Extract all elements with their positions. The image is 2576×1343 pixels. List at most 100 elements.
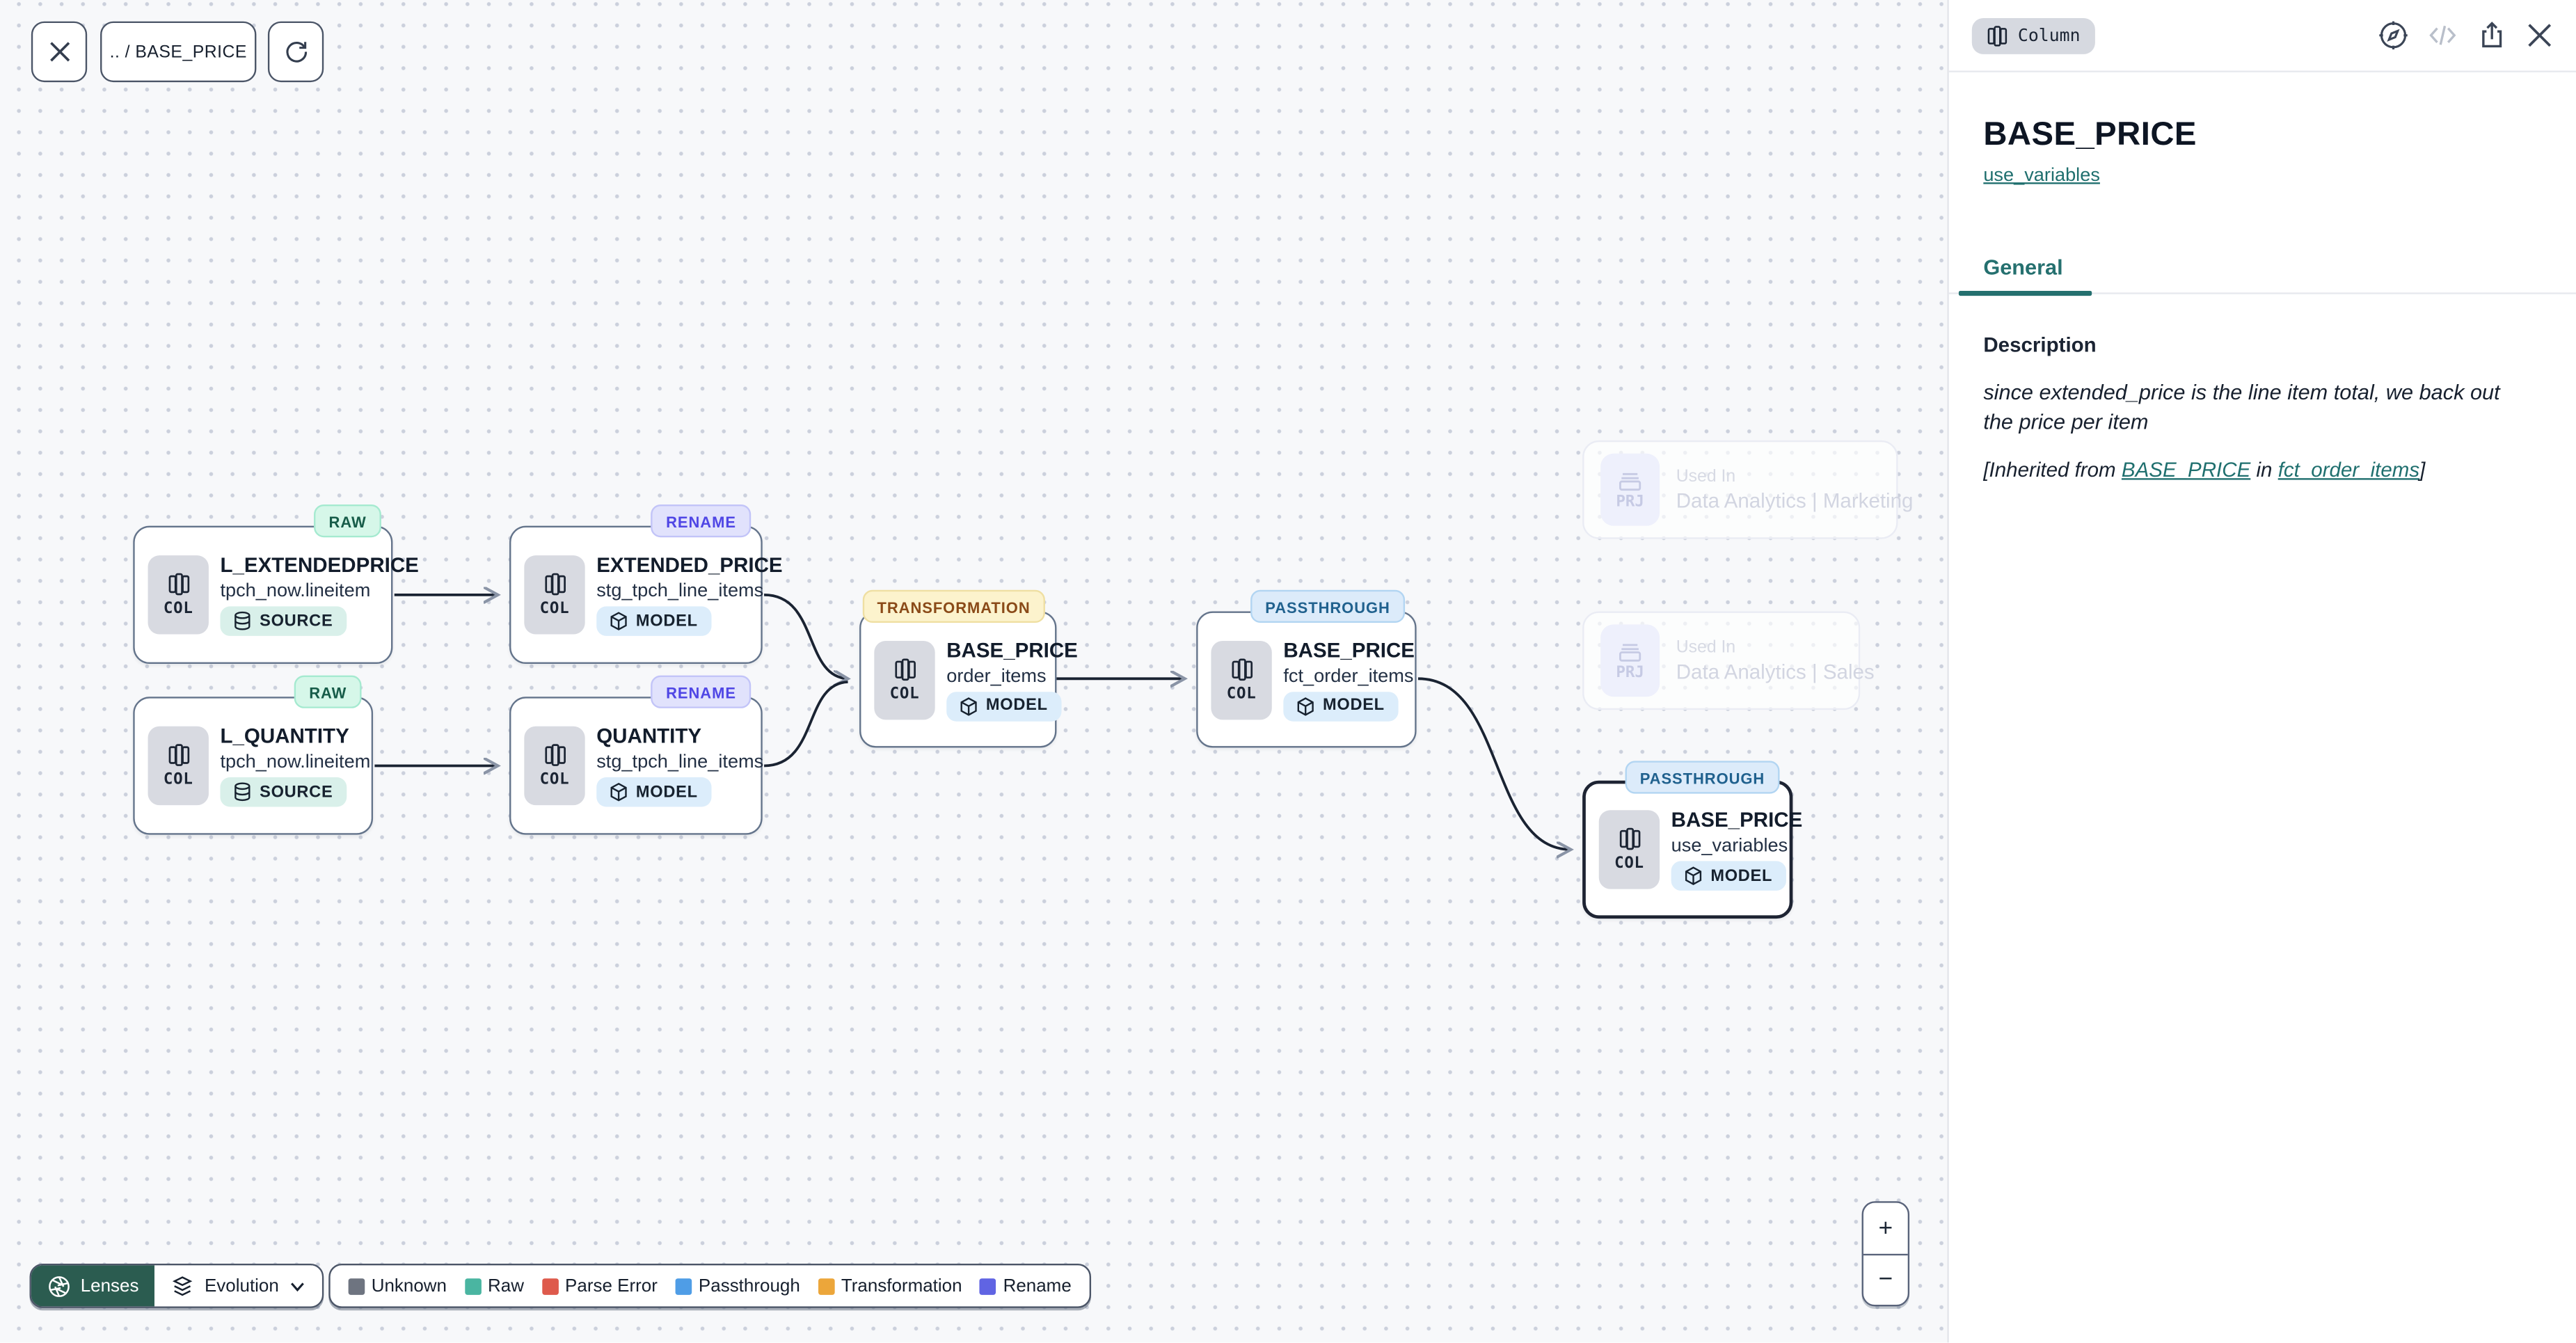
legend-item-passthrough: Passthrough (675, 1276, 800, 1296)
ghost-node-used-in-marketing[interactable]: PRJ Used In Data Analytics | Marketing (1582, 440, 1913, 539)
close-lineage-button[interactable] (31, 21, 88, 83)
zoom-out-button[interactable]: − (1878, 1265, 1893, 1294)
columns-icon (168, 573, 189, 596)
node-model-name: tpch_now.lineitem (220, 581, 371, 602)
legend-item-transformation: Transformation (818, 1276, 962, 1296)
used-in-label: Used In (1676, 637, 1736, 658)
entity-type-badge: Column (1971, 17, 2095, 54)
node-title: BASE_PRICE (1283, 638, 1415, 662)
node-title: QUANTITY (596, 724, 702, 748)
project-stack-icon (1619, 472, 1641, 490)
view-code-button[interactable] (2427, 19, 2458, 51)
details-panel: Column BASE_PRICE use_variables Gener (1947, 0, 2576, 1343)
node-model-name: stg_tpch_line_items (596, 581, 764, 602)
node-title: L_QUANTITY (220, 724, 349, 748)
lenses-button[interactable]: Lenses (31, 1265, 156, 1307)
column-kind-chip: COL (524, 726, 585, 806)
node-l-extendedprice[interactable]: RAW COL L_EXTENDEDPRICE tpch_now.lineite… (133, 504, 419, 665)
column-kind-chip: COL (524, 555, 585, 635)
column-kind-chip: COL (148, 555, 209, 635)
explore-compass-button[interactable] (2378, 19, 2409, 51)
lens-selector-dropdown[interactable]: Evolution (155, 1265, 322, 1307)
node-title: L_EXTENDEDPRICE (220, 553, 419, 577)
model-type-chip: MODEL (1671, 861, 1786, 891)
cube-icon (1297, 697, 1314, 715)
project-kind-chip: PRJ (1600, 453, 1660, 526)
columns-icon (544, 744, 565, 766)
lenses-control: Lenses Evolution (29, 1263, 324, 1308)
project-stack-icon (1619, 643, 1641, 661)
tab-general[interactable]: General (1983, 255, 2063, 280)
x-icon (49, 42, 70, 62)
source-type-chip: SOURCE (220, 777, 347, 807)
columns-icon (1987, 25, 2007, 46)
inherited-column-link[interactable]: BASE_PRICE (2121, 458, 2251, 482)
refresh-icon (285, 42, 306, 63)
lens-badge-raw: RAW (314, 504, 381, 538)
panel-tabs: General (1948, 244, 2576, 296)
node-base-price-fct-order-items[interactable]: PASSTHROUGH COL BASE_PRICE fct_order_ite… (1196, 589, 1417, 748)
database-icon (234, 782, 251, 802)
columns-icon (168, 744, 189, 766)
cube-icon (960, 697, 977, 715)
code-icon (2429, 25, 2456, 45)
source-type-chip: SOURCE (220, 606, 347, 636)
lens-badge-raw: RAW (294, 675, 362, 708)
ghost-node-used-in-sales[interactable]: PRJ Used In Data Analytics | Sales (1582, 611, 1875, 710)
inherited-model-link[interactable]: fct_order_items (2277, 458, 2420, 482)
legend-swatch (980, 1278, 997, 1294)
node-model-name: order_items (946, 666, 1047, 686)
node-base-price-use-variables-selected[interactable]: PASSTHROUGH COL BASE_PRICE use_variables… (1582, 761, 1802, 919)
model-type-chip: MODEL (1283, 691, 1398, 721)
column-kind-chip: COL (148, 726, 209, 806)
layers-icon (173, 1276, 193, 1296)
node-title: BASE_PRICE (1671, 808, 1803, 832)
inherited-note: [Inherited from BASE_PRICE in fct_order_… (1983, 458, 2426, 482)
description-heading: Description (1983, 333, 2097, 357)
breadcrumb[interactable]: .. / BASE_PRICE (100, 21, 257, 83)
legend-item-parse-error: Parse Error (541, 1276, 658, 1296)
edge-extendedprice-orderitems (764, 593, 848, 678)
refresh-button[interactable] (267, 21, 324, 83)
node-model-name: tpch_now.lineitem (220, 752, 371, 772)
columns-icon (1231, 658, 1252, 680)
lens-badge-transformation: TRANSFORMATION (862, 589, 1045, 623)
compass-icon (2379, 21, 2408, 49)
node-quantity[interactable]: RENAME COL QUANTITY stg_tpch_line_items … (509, 675, 763, 835)
cube-icon (1685, 866, 1702, 885)
lens-badge-rename: RENAME (651, 675, 752, 708)
model-type-chip: MODEL (596, 606, 711, 636)
node-l-quantity[interactable]: RAW COL L_QUANTITY tpch_now.lineitem SOU… (133, 675, 374, 835)
node-base-price-order-items[interactable]: TRANSFORMATION COL BASE_PRICE order_item… (859, 589, 1078, 748)
lineage-canvas[interactable]: .. / BASE_PRICE RAW COL L_EXTENDEDPRICE … (0, 0, 1948, 1343)
legend-swatch (348, 1278, 365, 1294)
active-tab-indicator (1958, 289, 2092, 296)
node-title: EXTENDED_PRICE (596, 553, 783, 577)
project-kind-chip: PRJ (1600, 624, 1660, 697)
node-title: BASE_PRICE (946, 638, 1078, 662)
lens-legend: Unknown Raw Parse Error Passthrough Tran… (328, 1263, 1092, 1308)
legend-swatch (541, 1278, 559, 1294)
share-button[interactable] (2476, 19, 2508, 51)
close-panel-button[interactable] (2526, 22, 2554, 49)
zoom-in-button[interactable]: + (1863, 1203, 1908, 1255)
breadcrumb-label: .. / BASE_PRICE (109, 42, 247, 62)
model-type-chip: MODEL (596, 777, 711, 807)
lens-badge-passthrough: PASSTHROUGH (1625, 761, 1780, 794)
legend-item-unknown: Unknown (348, 1276, 447, 1296)
model-link[interactable]: use_variables (1983, 166, 2100, 186)
database-icon (234, 611, 251, 630)
legend-swatch (675, 1278, 692, 1294)
node-extended-price[interactable]: RENAME COL EXTENDED_PRICE stg_tpch_line_… (509, 504, 783, 665)
node-model-name: fct_order_items (1283, 666, 1414, 686)
used-in-label: Used In (1676, 466, 1736, 487)
chevron-down-icon (290, 1282, 304, 1291)
used-in-name: Data Analytics | Marketing (1676, 489, 1914, 513)
lens-badge-rename: RENAME (651, 504, 752, 538)
x-icon (2528, 24, 2552, 47)
lens-badge-passthrough: PASSTHROUGH (1250, 589, 1406, 623)
cube-icon (610, 612, 627, 630)
zoom-controls: + − (1861, 1201, 1910, 1307)
legend-swatch (464, 1278, 482, 1294)
